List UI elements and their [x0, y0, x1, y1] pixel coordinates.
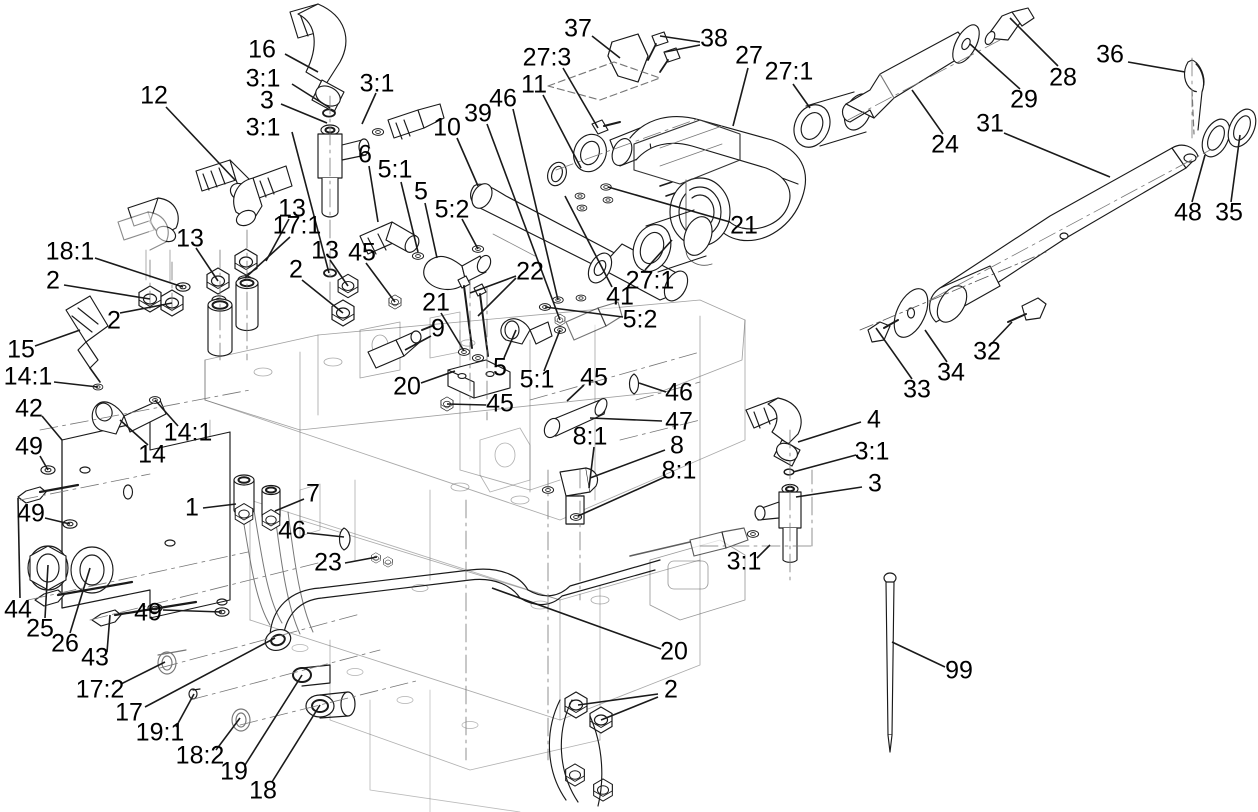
callout-32: 32 — [973, 337, 1001, 366]
callout-3-1: 3:1 — [726, 547, 762, 576]
callout-37: 37 — [564, 14, 592, 43]
callout-5-2: 5:2 — [622, 305, 658, 334]
callout-4: 4 — [867, 405, 881, 434]
callout-20: 20 — [393, 372, 421, 401]
callout-13: 13 — [311, 236, 339, 265]
callout-2: 2 — [289, 255, 303, 284]
callout-48: 48 — [1174, 198, 1202, 227]
callout-49: 49 — [15, 432, 43, 461]
callout-20: 20 — [660, 637, 688, 666]
callout-45: 45 — [486, 389, 514, 418]
callout-19: 19 — [220, 757, 248, 786]
callout-17: 17 — [115, 698, 143, 727]
callout-29: 29 — [1010, 85, 1038, 114]
callout-13: 13 — [176, 224, 204, 253]
callout-5-2: 5:2 — [434, 195, 470, 224]
callout-2: 2 — [107, 306, 121, 335]
callout-38: 38 — [700, 24, 728, 53]
callout-15: 15 — [7, 335, 35, 364]
callout-5: 5 — [414, 177, 428, 206]
callout-18-2: 18:2 — [175, 741, 225, 770]
callout-8-1: 8:1 — [572, 422, 608, 451]
callout-5-1: 5:1 — [377, 155, 413, 184]
callout-27: 27 — [735, 41, 763, 70]
callout-13: 13 — [278, 194, 306, 223]
callout-6: 6 — [358, 140, 372, 169]
callout-21: 21 — [730, 211, 758, 240]
callout-9: 9 — [431, 314, 445, 343]
callout-8-1: 8:1 — [661, 456, 697, 485]
callout-3-1: 3:1 — [245, 113, 281, 142]
callout-3: 3 — [868, 469, 882, 498]
callout-14-1: 14:1 — [163, 418, 213, 447]
callout-33: 33 — [903, 375, 931, 404]
callout-1: 1 — [185, 493, 199, 522]
callout-23: 23 — [314, 548, 342, 577]
callout-27-1: 27:1 — [625, 266, 675, 295]
callout-27-3: 27:3 — [522, 43, 572, 72]
callout-46: 46 — [489, 84, 517, 113]
callout-8: 8 — [670, 431, 684, 460]
callout-17-2: 17:2 — [75, 675, 125, 704]
callout-3-1: 3:1 — [854, 437, 890, 466]
callout-24: 24 — [931, 130, 959, 159]
callout-3: 3 — [260, 86, 274, 115]
callout-2: 2 — [46, 266, 60, 295]
callout-49: 49 — [17, 499, 45, 528]
callout-49: 49 — [134, 598, 162, 627]
callout-16: 16 — [248, 35, 276, 64]
callout-44: 44 — [4, 595, 32, 624]
callout-47: 47 — [665, 407, 693, 436]
callout-17-1: 17:1 — [272, 211, 322, 240]
callout-18: 18 — [249, 776, 277, 805]
callout-12: 12 — [140, 81, 168, 110]
callout-34: 34 — [937, 358, 965, 387]
callout-18-1: 18:1 — [45, 237, 95, 266]
callout-26: 26 — [51, 629, 79, 658]
callout-22: 22 — [516, 257, 544, 286]
callout-43: 43 — [81, 643, 109, 672]
callout-21: 21 — [422, 288, 450, 317]
callout-3-1: 3:1 — [359, 69, 395, 98]
callout-5-1: 5:1 — [519, 365, 555, 394]
callout-7: 7 — [306, 479, 320, 508]
callout-27-1: 27:1 — [764, 57, 814, 86]
callout-3-1: 3:1 — [245, 64, 281, 93]
callout-39: 39 — [464, 99, 492, 128]
callout-35: 35 — [1215, 198, 1243, 227]
callout-2: 2 — [664, 675, 678, 704]
callout-10: 10 — [433, 113, 461, 142]
callout-45: 45 — [348, 238, 376, 267]
callout-36: 36 — [1096, 40, 1124, 69]
callout-19-1: 19:1 — [135, 718, 185, 747]
callout-11: 11 — [521, 70, 547, 99]
callout-99: 99 — [945, 656, 973, 685]
callout-14: 14 — [138, 440, 166, 469]
callout-46: 46 — [665, 378, 693, 407]
callout-25: 25 — [26, 614, 54, 643]
callout-31: 31 — [976, 109, 1004, 138]
callout-5: 5 — [493, 353, 507, 382]
callout-45: 45 — [580, 363, 608, 392]
callout-14-1: 14:1 — [3, 362, 53, 391]
callout-46: 46 — [278, 516, 306, 545]
callout-28: 28 — [1049, 63, 1077, 92]
callout-41: 41 — [606, 282, 634, 311]
callout-42: 42 — [15, 394, 43, 423]
